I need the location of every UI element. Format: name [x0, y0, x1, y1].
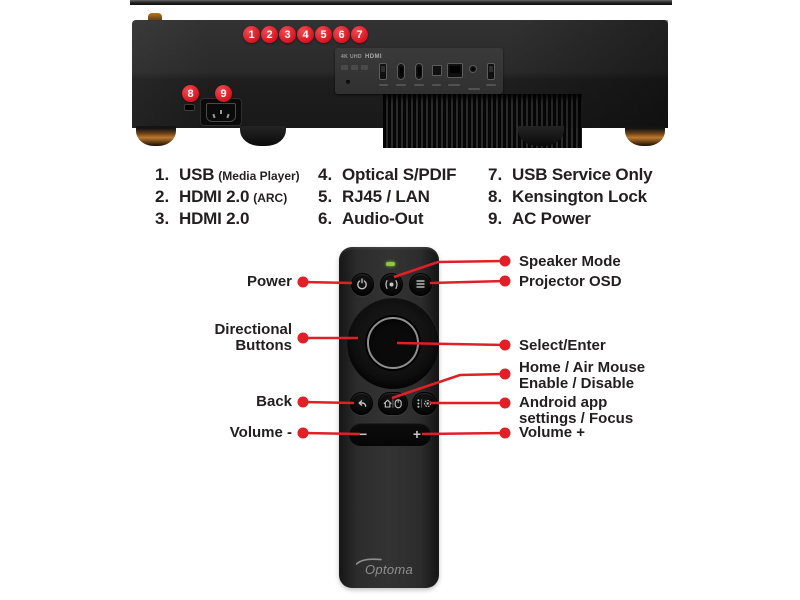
android-settings-icon	[417, 399, 432, 408]
label-speaker-mode: Speaker Mode	[519, 253, 621, 270]
callout-7: 7	[351, 26, 368, 43]
label-home-airmouse: Home / Air Mouse Enable / Disable	[519, 359, 646, 392]
usb-service-port	[487, 63, 495, 80]
home-airmouse-button	[378, 392, 408, 415]
logo-hdmi: HDMI	[365, 54, 382, 60]
port-label-mark	[396, 84, 406, 86]
optoma-swoosh	[356, 558, 382, 565]
volume-rocker: − +	[349, 423, 431, 446]
projector-foot	[625, 126, 665, 146]
legend-item-spdif: 4. Optical S/PDIF	[318, 165, 457, 184]
projector-foot	[240, 126, 286, 146]
callout-6: 6	[333, 26, 350, 43]
projector-knob	[148, 13, 162, 21]
ac-power-inlet	[200, 98, 242, 126]
back-button	[350, 392, 373, 415]
c14-socket	[206, 103, 236, 122]
legend-column-3: 7. USB Service Only 8. Kensington Lock 9…	[488, 165, 653, 231]
legend-column-1: 1. USB (Media Player) 2. HDMI 2.0 (ARC) …	[155, 165, 300, 231]
line-projector-osd	[429, 279, 506, 285]
menu-icon	[416, 280, 424, 288]
projector-foot	[136, 126, 176, 146]
port-label-mark	[448, 84, 460, 86]
port-panel: 4K UHD HDMI	[335, 48, 503, 94]
legend-item-usb-service: 7. USB Service Only	[488, 165, 653, 184]
legend-item-rj45: 5. RJ45 / LAN	[318, 187, 430, 206]
label-power: Power	[246, 273, 292, 290]
legend-column-2: 4. Optical S/PDIF 5. RJ45 / LAN 6. Audio…	[318, 165, 457, 231]
callout-3: 3	[279, 26, 296, 43]
spdif-port	[432, 65, 442, 76]
port-label-mark	[379, 84, 388, 86]
remote-control: − + Optoma	[339, 247, 439, 588]
speaker-mode-button	[379, 272, 403, 296]
legend-item-kensington: 8. Kensington Lock	[488, 187, 647, 206]
select-enter-button	[367, 317, 419, 369]
label-select-enter: Select/Enter	[519, 337, 606, 354]
projector-top-edge	[130, 0, 672, 5]
legend-item-usb: 1. USB (Media Player)	[155, 165, 300, 184]
logo-4k-uhd: 4K UHD	[341, 54, 363, 60]
projector-foot	[518, 126, 564, 146]
hdmi2-port	[415, 63, 423, 80]
led-indicator	[386, 262, 395, 266]
usb-media-port	[379, 63, 387, 80]
legend-item-hdmi-arc: 2. HDMI 2.0 (ARC)	[155, 187, 288, 206]
label-directional-buttons: Directional Buttons	[214, 321, 292, 354]
projector-osd-button	[408, 272, 432, 296]
callout-8: 8	[182, 85, 199, 102]
label-volume-minus: Volume -	[229, 424, 292, 441]
legend-item-audio-out: 6. Audio-Out	[318, 209, 424, 228]
callout-5: 5	[315, 26, 332, 43]
legend-item-ac-power: 9. AC Power	[488, 209, 591, 228]
callout-9: 9	[215, 85, 232, 102]
hdmi1-port	[397, 63, 405, 80]
android-settings-focus-button	[412, 392, 437, 415]
directional-pad	[347, 297, 439, 389]
panel-screw-hole	[346, 80, 350, 84]
label-android-settings: Android app settings / Focus	[519, 394, 634, 427]
volume-minus-key: −	[359, 426, 368, 442]
rj45-port	[447, 63, 463, 78]
label-back: Back	[256, 393, 292, 410]
label-projector-osd: Projector OSD	[519, 273, 622, 290]
port-label-mark	[432, 84, 441, 86]
home-airmouse-icon	[383, 399, 402, 409]
brand-logo: Optoma	[364, 562, 414, 577]
back-icon	[358, 399, 366, 407]
callout-1: 1	[243, 26, 260, 43]
callout-2: 2	[261, 26, 278, 43]
kensington-lock-slot	[184, 104, 195, 111]
port-label-mark	[468, 88, 480, 90]
port-label-mark	[486, 84, 496, 86]
legend-item-hdmi: 3. HDMI 2.0	[155, 209, 250, 228]
power-button	[350, 272, 374, 296]
speaker-mode-icon	[384, 279, 398, 289]
port-label-mark	[414, 84, 424, 86]
certification-badges	[341, 65, 368, 70]
volume-plus-key: +	[412, 426, 421, 442]
power-icon	[357, 278, 367, 290]
callout-4: 4	[297, 26, 314, 43]
label-volume-plus: Volume +	[519, 424, 585, 441]
audio-out-jack	[469, 65, 477, 73]
